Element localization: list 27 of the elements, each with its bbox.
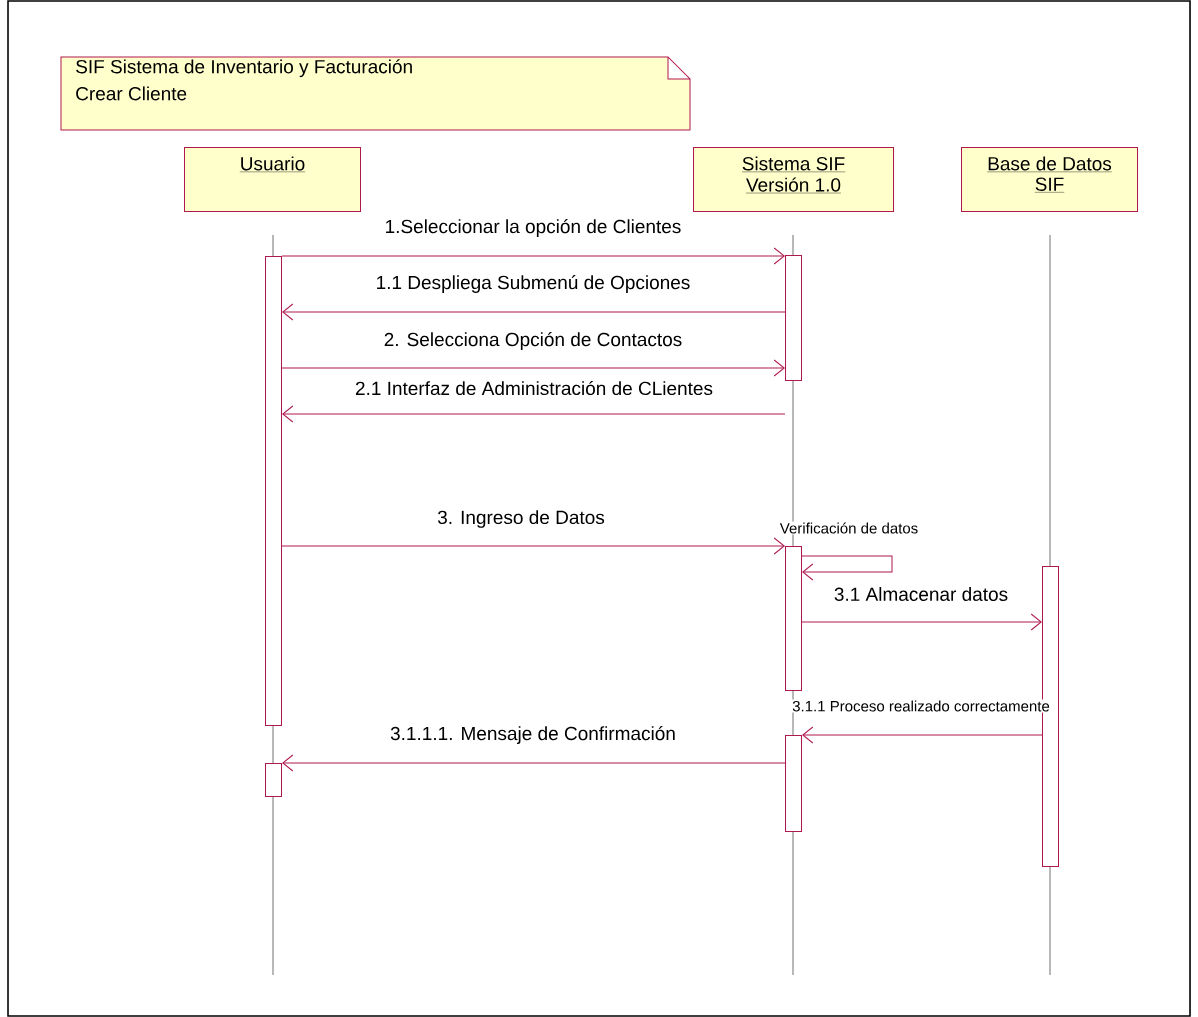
activation-bar (265, 256, 282, 726)
message-arrow (801, 613, 1042, 631)
activation-bar (785, 546, 802, 691)
edge-label: 1.1 Despliega Submenú de Opciones (374, 274, 692, 294)
note-box: SIF Sistema de Inventario y Facturación Crear Cliente (60, 56, 691, 131)
message-arrow (802, 726, 1043, 744)
edge-label: 3. Ingreso de Datos (436, 509, 606, 529)
message-arrow (281, 537, 785, 555)
edge-label: 1.Seleccionar la opción de Clientes (383, 218, 683, 238)
activation-bar (265, 763, 282, 797)
message-arrow (282, 303, 786, 321)
edge-label: 2. Selecciona Opción de Contactos (382, 331, 684, 351)
message-arrow (281, 359, 785, 377)
participant-box: Usuario (184, 147, 361, 212)
edge-label: 2.1 Interfaz de Administración de CLientes (354, 379, 715, 397)
edge-label: 3.1.1.1. Mensaje de Confirmación (389, 725, 677, 745)
edge-label: 3.1.1 Proceso realizado correctamente (791, 699, 1051, 713)
participant-box: Base de Datos SIF (961, 147, 1138, 212)
message-arrow (282, 754, 786, 772)
activation-bar (785, 255, 802, 381)
participant-box: Sistema SIF Versión 1.0 (693, 147, 894, 212)
self-message-arrow (801, 555, 893, 581)
edge-label: Verificación de datos (778, 521, 920, 535)
message-arrow (281, 247, 785, 265)
edge-label: 3.1 Almacenar datos (832, 586, 1010, 602)
activation-bar (785, 735, 802, 832)
message-arrow (282, 405, 786, 423)
